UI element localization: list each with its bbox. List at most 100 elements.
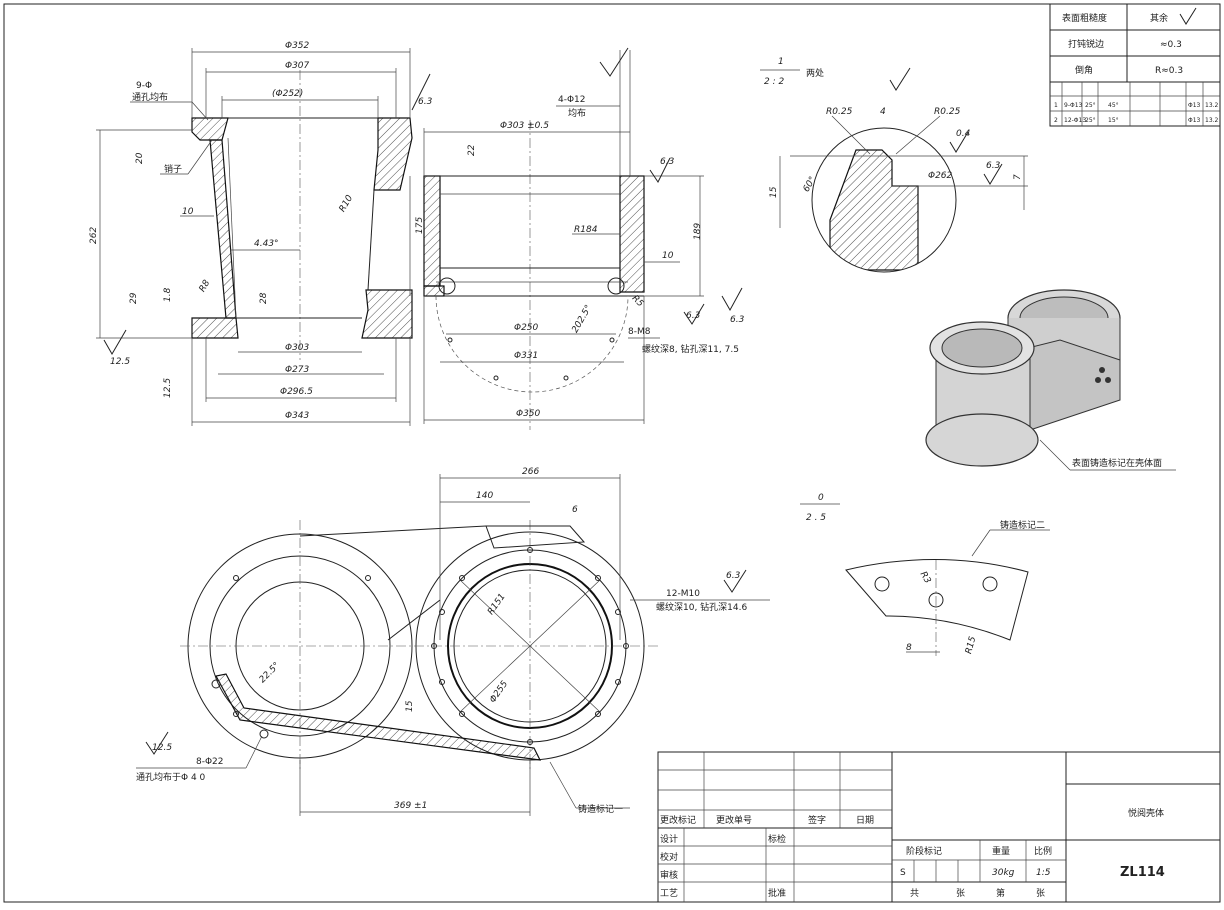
surface-row-3-label: 倒角 <box>1075 64 1093 76</box>
detail1-w4: 4 <box>880 107 886 117</box>
dim-d307: Φ307 <box>285 61 310 71</box>
dim-a225: 22.5° <box>258 661 282 685</box>
dim-d303-front: Φ303 <box>285 343 310 353</box>
roughness-symbol-icon <box>649 157 671 183</box>
detail1-note: 两处 <box>806 67 824 79</box>
hole9-callout: 9-Φ <box>136 81 152 91</box>
tb-sign-2: 批准 <box>768 887 786 899</box>
hole-row-1-c1: 1 <box>1054 102 1058 109</box>
surface-row-3-value: R≈0.3 <box>1155 66 1183 76</box>
detail2-w8: 8 <box>906 643 912 653</box>
cast-mark-1: 铸造标记一 <box>578 803 623 815</box>
roughness-symbol-icon <box>1179 7 1197 25</box>
rough-63-d: 6.3 <box>686 311 701 321</box>
dim-h175: 175 <box>415 217 425 234</box>
part-name: 悦阅壳体 <box>1128 807 1164 819</box>
tb-stage-value: S <box>900 868 906 878</box>
dim-r8: R8 <box>198 278 213 294</box>
roughness-symbol-icon <box>683 303 705 325</box>
detail-view-2: 0 2 . 5 8 R3 R15 铸造标记二 <box>800 493 1050 656</box>
detail1-d262: Φ262 <box>928 171 953 181</box>
surface-row-2-label: 打钝锐边 <box>1068 38 1104 50</box>
roughness-symbol-icon <box>889 67 911 91</box>
dim-h6: 6 <box>572 505 578 515</box>
detail-view-1: 1 2 : 2 两处 R0.25 R0.25 4 Φ262 60° 15 7 0… <box>760 57 1028 273</box>
front-section-view: Φ352 Φ307 (Φ252) 262 20 29 1.8 28 10 4.4… <box>89 41 433 426</box>
tb-label-4: 日期 <box>856 815 874 826</box>
tb-label-2: 更改单号 <box>716 814 752 826</box>
tb-role-review: 审核 <box>660 869 678 881</box>
hole-row-1-c7: 13.2 <box>1205 102 1219 109</box>
dim-r110: R10 <box>338 193 356 214</box>
tb-weight-value: 30kg <box>992 868 1015 878</box>
holes-4-d12: 4-Φ12 <box>558 95 586 105</box>
detail2-scale-bottom: 2 . 5 <box>806 513 826 523</box>
tb-weight-label: 重量 <box>992 845 1010 857</box>
tb-role-check: 校对 <box>660 851 678 863</box>
tb-label-1: 更改标记 <box>660 814 696 826</box>
dim-d273: Φ273 <box>285 365 310 375</box>
dim-d350: Φ350 <box>516 409 541 419</box>
detail1-h7: 7 <box>1013 174 1023 180</box>
rough-125-top: 12.5 <box>152 743 172 753</box>
dim-h28: 28 <box>259 292 269 304</box>
dim-h18: 1.8 <box>163 287 173 302</box>
dim-h22-side: 22 <box>467 144 477 156</box>
dim-d252: (Φ252) <box>272 89 303 99</box>
roughness-symbol-icon <box>723 569 747 593</box>
dim-d352: Φ352 <box>285 41 310 51</box>
dim-r151: R151 <box>486 592 508 617</box>
hole-row-2-c2: 12-Φ13 <box>1064 117 1086 124</box>
dim-d250: Φ250 <box>514 323 539 333</box>
dim-d255: Φ255 <box>488 679 510 705</box>
dim-d296: Φ296.5 <box>280 387 313 397</box>
dim-w140: 140 <box>476 491 493 501</box>
surface-row-1-label: 表面粗糙度 <box>1062 12 1107 24</box>
detail1-scale-top: 1 <box>778 57 784 67</box>
roughness-symbol-icon <box>949 131 969 153</box>
tb-sheet-3: 第 <box>996 887 1005 899</box>
roughness-symbol-icon <box>983 163 1003 185</box>
detail1-r025-a: R0.25 <box>826 107 853 117</box>
rough-63-top: 6.3 <box>726 571 741 581</box>
rough-63-a: 6.3 <box>418 97 433 107</box>
tb-scale-label: 比例 <box>1034 845 1052 857</box>
dim-h189: 189 <box>693 223 703 240</box>
dim-h15: 15 <box>405 700 415 712</box>
tb-label-3: 签字 <box>808 814 826 826</box>
roughness-symbol-icon <box>145 731 169 755</box>
dim-w266: 266 <box>522 467 539 477</box>
holes22-callout: 8-Φ22 <box>196 757 224 767</box>
roughness-symbol-icon <box>103 329 127 355</box>
dim-angle-side: 202.5° <box>570 303 594 334</box>
drawing-border <box>3 3 1221 903</box>
dim-w369: 369 ±1 <box>394 801 427 811</box>
isometric-view: 表面铸造标记在壳体面 <box>925 289 1176 471</box>
hole-row-1-c4: 45° <box>1108 102 1119 109</box>
tb-stage-label: 阶段标记 <box>906 845 942 857</box>
pin-note: 销子 <box>164 163 182 175</box>
title-block: 更改标记 更改单号 签字 日期 设计 校对 审核 工艺 标检 批准 阶段标记 重… <box>657 751 1221 903</box>
dim-h29: 29 <box>129 292 139 304</box>
dim-r184: R184 <box>574 225 598 235</box>
detail2-r3: R3 <box>918 570 933 586</box>
roughness-symbol-icon <box>599 47 629 77</box>
detail1-h15: 15 <box>769 186 779 198</box>
detail2-r15: R15 <box>964 635 978 655</box>
holes22-note: 通孔均布于Φ 4 0 <box>136 771 206 783</box>
tb-role-process: 工艺 <box>660 888 678 899</box>
dim-h20: 20 <box>135 152 145 164</box>
tb-sheet-4: 张 <box>1036 888 1045 899</box>
dim-h10-side: 10 <box>662 251 674 261</box>
rough-125-a: 12.5 <box>110 357 130 367</box>
m8-note: 螺纹深8, 钻孔深11, 7.5 <box>642 343 739 355</box>
m10-note: 螺纹深10, 钻孔深14.6 <box>656 601 747 613</box>
hole-row-2-c4: 15° <box>1108 117 1119 124</box>
rough-63-b: 6.3 <box>660 157 675 167</box>
dim-r10: 10 <box>182 207 194 217</box>
detail1-scale-bottom: 2 : 2 <box>764 77 784 87</box>
roughness-symbol-icon <box>721 287 743 312</box>
surface-table: 表面粗糙度 其余 打钝锐边 ≈0.3 倒角 R≈0.3 1 9-Φ13 25° … <box>1049 3 1221 127</box>
hole9-note: 通孔均布 <box>132 91 168 103</box>
